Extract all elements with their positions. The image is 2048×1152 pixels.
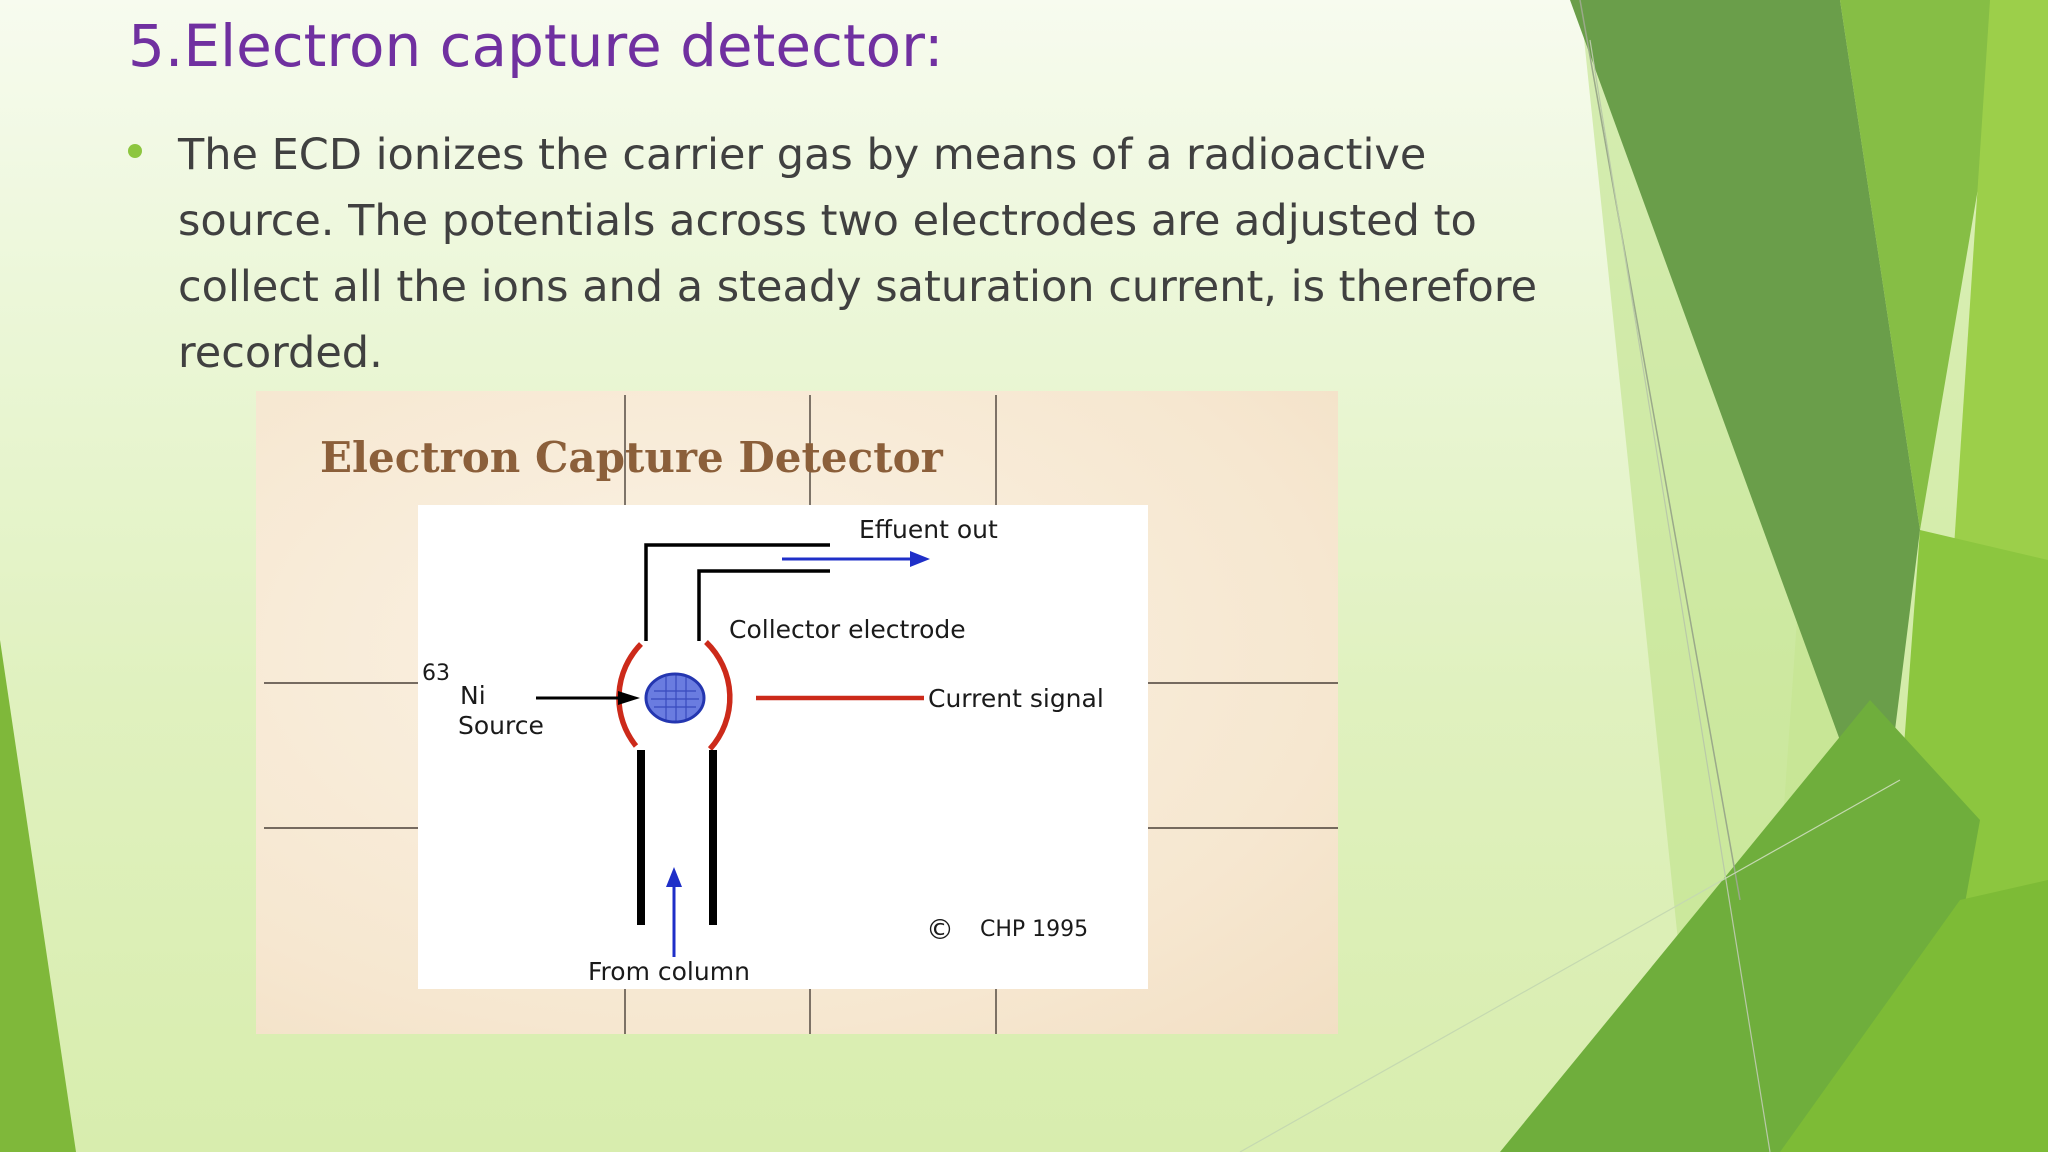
ecd-diagram <box>264 395 1338 1034</box>
figure-title: Electron Capture Detector <box>320 433 943 482</box>
diagram-panel <box>418 505 1148 989</box>
label-collector-electrode: Collector electrode <box>729 615 966 644</box>
right-mid-green <box>1840 0 2010 530</box>
source-arrowhead-icon <box>618 691 640 705</box>
bottom-right-dark <box>1780 880 2048 1152</box>
slide-title: 5.Electron capture detector: <box>128 12 944 80</box>
from-column-arrowhead-icon <box>666 867 682 887</box>
bullet-dot-icon <box>128 144 142 158</box>
right-dark-green <box>1570 0 1920 850</box>
effluent-arrowhead-icon <box>910 551 930 567</box>
ion-cloud-hatch <box>651 675 699 723</box>
grid-lines <box>264 395 1338 1034</box>
bullet-text: The ECD ionizes the carrier gas by means… <box>178 130 1538 378</box>
label-from-column: From column <box>588 957 750 986</box>
label-source: Source <box>458 711 544 740</box>
left-green-triangle <box>0 640 76 1152</box>
thin-line-3 <box>1239 779 1901 1152</box>
thin-line-2 <box>1589 39 1771 1152</box>
bottom-right-green <box>1500 700 1980 1152</box>
ion-cloud-icon <box>644 672 706 724</box>
label-isotope-mass: 63 <box>422 661 450 686</box>
copyright-icon: © <box>926 913 954 946</box>
thin-line-1 <box>1579 0 1741 901</box>
label-isotope-symbol: Ni <box>460 681 486 710</box>
ecd-figure: Electron Capture Detector Effuent out Co… <box>256 391 1338 1034</box>
inlet-tube <box>637 750 717 925</box>
label-copyright: CHP 1995 <box>980 917 1089 942</box>
bullet-item: The ECD ionizes the carrier gas by means… <box>128 122 1548 386</box>
outlet-tube <box>644 543 830 641</box>
label-effluent-out: Effuent out <box>859 515 998 544</box>
label-current-signal: Current signal <box>928 684 1104 713</box>
